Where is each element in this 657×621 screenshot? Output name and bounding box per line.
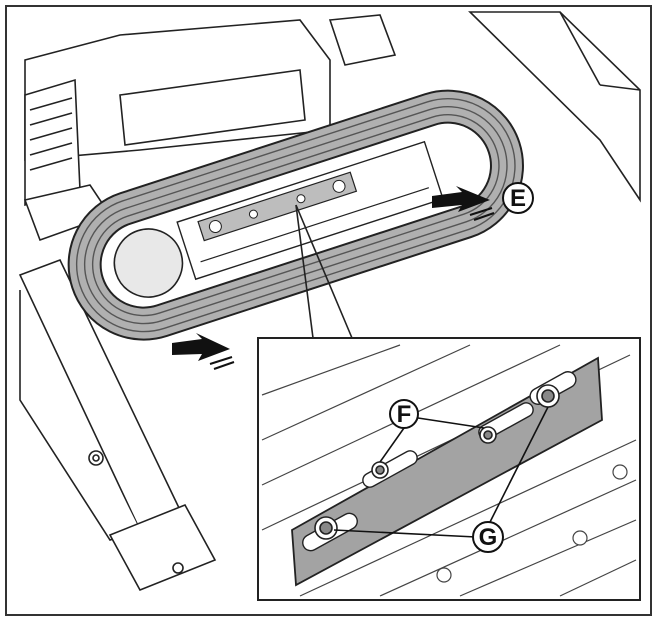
screw-f (371, 426, 497, 479)
callout-f-label: F (397, 401, 412, 428)
zoom-leader-lines (295, 204, 353, 339)
callout-f-circle (389, 399, 419, 429)
callout-g-label: G (479, 524, 498, 551)
push-arrow-lower (172, 333, 235, 370)
machine-body (23, 14, 397, 242)
handle-bar (18, 258, 217, 592)
bolt-g (314, 384, 560, 540)
push-arrow-upper (432, 186, 495, 221)
drive-belt (67, 89, 524, 341)
callout-g-circle (472, 521, 504, 553)
side-panel (468, 11, 641, 203)
detail-inset: F G (257, 337, 641, 601)
callout-e-label: E (510, 185, 526, 212)
callout-e-circle (502, 182, 534, 214)
